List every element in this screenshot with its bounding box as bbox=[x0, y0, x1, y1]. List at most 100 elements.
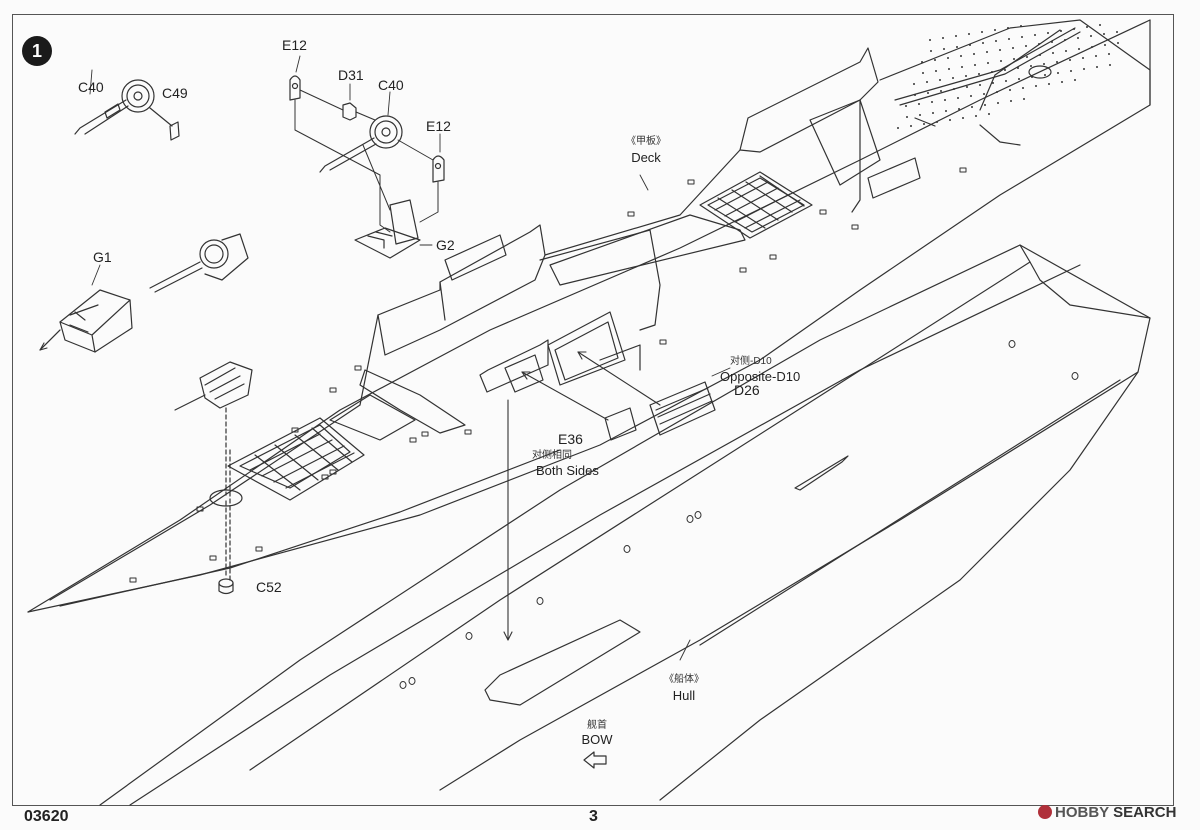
stern-dot bbox=[965, 75, 967, 77]
stern-dot bbox=[1057, 72, 1059, 74]
stern-dot bbox=[929, 39, 931, 41]
label-bow-cn: 舰首 bbox=[587, 720, 607, 731]
watermark-logo-icon bbox=[1038, 805, 1052, 819]
stern-dot bbox=[1021, 36, 1023, 38]
stern-dot bbox=[957, 97, 959, 99]
watermark-brand: HOBBY bbox=[1055, 804, 1109, 821]
stern-dot bbox=[940, 90, 942, 92]
label-c40-left: C40 bbox=[78, 79, 104, 95]
step-badge: 1 bbox=[22, 36, 52, 66]
stern-dot bbox=[1065, 50, 1067, 52]
part-c49 bbox=[169, 121, 180, 141]
page-number: 3 bbox=[589, 808, 598, 825]
stern-dot bbox=[1047, 32, 1049, 34]
leader-c49 bbox=[149, 107, 173, 127]
stern-dot bbox=[1031, 76, 1033, 78]
stern-dot bbox=[987, 62, 989, 64]
stern-dot bbox=[971, 106, 973, 108]
stern-dot bbox=[1051, 41, 1053, 43]
stern-dot bbox=[995, 40, 997, 42]
deck-part bbox=[27, 19, 1151, 613]
leader-lines-top bbox=[294, 89, 439, 233]
label-e36: E36 bbox=[558, 431, 583, 447]
stern-dot bbox=[923, 123, 925, 125]
bow-arrow-icon bbox=[583, 751, 607, 769]
stern-dot bbox=[1116, 31, 1118, 33]
stern-dot bbox=[949, 119, 951, 121]
stern-dot bbox=[952, 77, 954, 79]
part-c52 bbox=[218, 578, 234, 595]
stern-dot bbox=[1018, 78, 1020, 80]
label-c52: C52 bbox=[256, 579, 282, 595]
stern-dot bbox=[982, 42, 984, 44]
stern-dot bbox=[1039, 54, 1041, 56]
bow-gun-turret bbox=[174, 361, 253, 496]
stern-dot bbox=[906, 116, 908, 118]
stern-dot bbox=[996, 91, 998, 93]
part-d26 bbox=[649, 381, 716, 436]
stern-dot bbox=[981, 31, 983, 33]
label-c49: C49 bbox=[162, 85, 188, 101]
stern-dot bbox=[992, 82, 994, 84]
part-e36 bbox=[604, 407, 637, 441]
part-c40-right bbox=[319, 115, 403, 173]
stern-dot bbox=[921, 61, 923, 63]
label-g2: G2 bbox=[436, 237, 455, 253]
stern-dot bbox=[927, 92, 929, 94]
stern-dot bbox=[897, 127, 899, 129]
part-d31 bbox=[342, 102, 376, 121]
stern-dot bbox=[905, 105, 907, 107]
stern-dot bbox=[969, 44, 971, 46]
stern-dot bbox=[939, 79, 941, 81]
stern-dot bbox=[1004, 69, 1006, 71]
stern-dot bbox=[991, 71, 993, 73]
label-opposite: Opposite-D10 bbox=[720, 369, 801, 384]
label-c40-right: C40 bbox=[378, 77, 404, 93]
label-g1: G1 bbox=[93, 249, 112, 265]
stern-dot bbox=[919, 114, 921, 116]
part-e12-right bbox=[432, 155, 445, 183]
stern-dot bbox=[942, 37, 944, 39]
part-g2 bbox=[354, 199, 421, 259]
stern-dot bbox=[1017, 67, 1019, 69]
stern-dot bbox=[988, 113, 990, 115]
label-e12-right: E12 bbox=[426, 118, 451, 134]
stern-dot bbox=[986, 51, 988, 53]
stern-dot bbox=[1070, 70, 1072, 72]
stern-dot bbox=[1010, 100, 1012, 102]
stern-dot bbox=[961, 66, 963, 68]
stern-dot bbox=[1030, 65, 1032, 67]
stern-dot bbox=[1064, 39, 1066, 41]
stern-dot bbox=[984, 104, 986, 106]
stern-dot bbox=[1073, 28, 1075, 30]
label-hull-cn: 《船体》 bbox=[664, 674, 704, 685]
label-both-sides-cn: 对侧相同 bbox=[532, 450, 572, 461]
stern-dot bbox=[1078, 48, 1080, 50]
stern-dot bbox=[914, 94, 916, 96]
stern-dot bbox=[978, 73, 980, 75]
stern-dot bbox=[1117, 42, 1119, 44]
stern-dot bbox=[1082, 57, 1084, 59]
stern-dot bbox=[973, 53, 975, 55]
stern-dot bbox=[1013, 58, 1015, 60]
stern-dot bbox=[1061, 81, 1063, 83]
stern-dot bbox=[1005, 80, 1007, 82]
stern-dot bbox=[966, 86, 968, 88]
assembly-arrows bbox=[39, 329, 661, 641]
stern-dot bbox=[974, 64, 976, 66]
stern-dot bbox=[936, 121, 938, 123]
stern-dot bbox=[910, 125, 912, 127]
stern-dot bbox=[1096, 66, 1098, 68]
stern-dot bbox=[1008, 38, 1010, 40]
stern-dot-pattern bbox=[897, 24, 1119, 129]
stern-dot bbox=[934, 59, 936, 61]
stern-dot bbox=[1060, 30, 1062, 32]
stern-dot bbox=[956, 46, 958, 48]
stern-dot bbox=[1025, 45, 1027, 47]
part-c40-left bbox=[74, 79, 155, 135]
stern-dot bbox=[1099, 24, 1101, 26]
stern-dot bbox=[930, 50, 932, 52]
stern-dot bbox=[943, 48, 945, 50]
stern-dot bbox=[948, 68, 950, 70]
